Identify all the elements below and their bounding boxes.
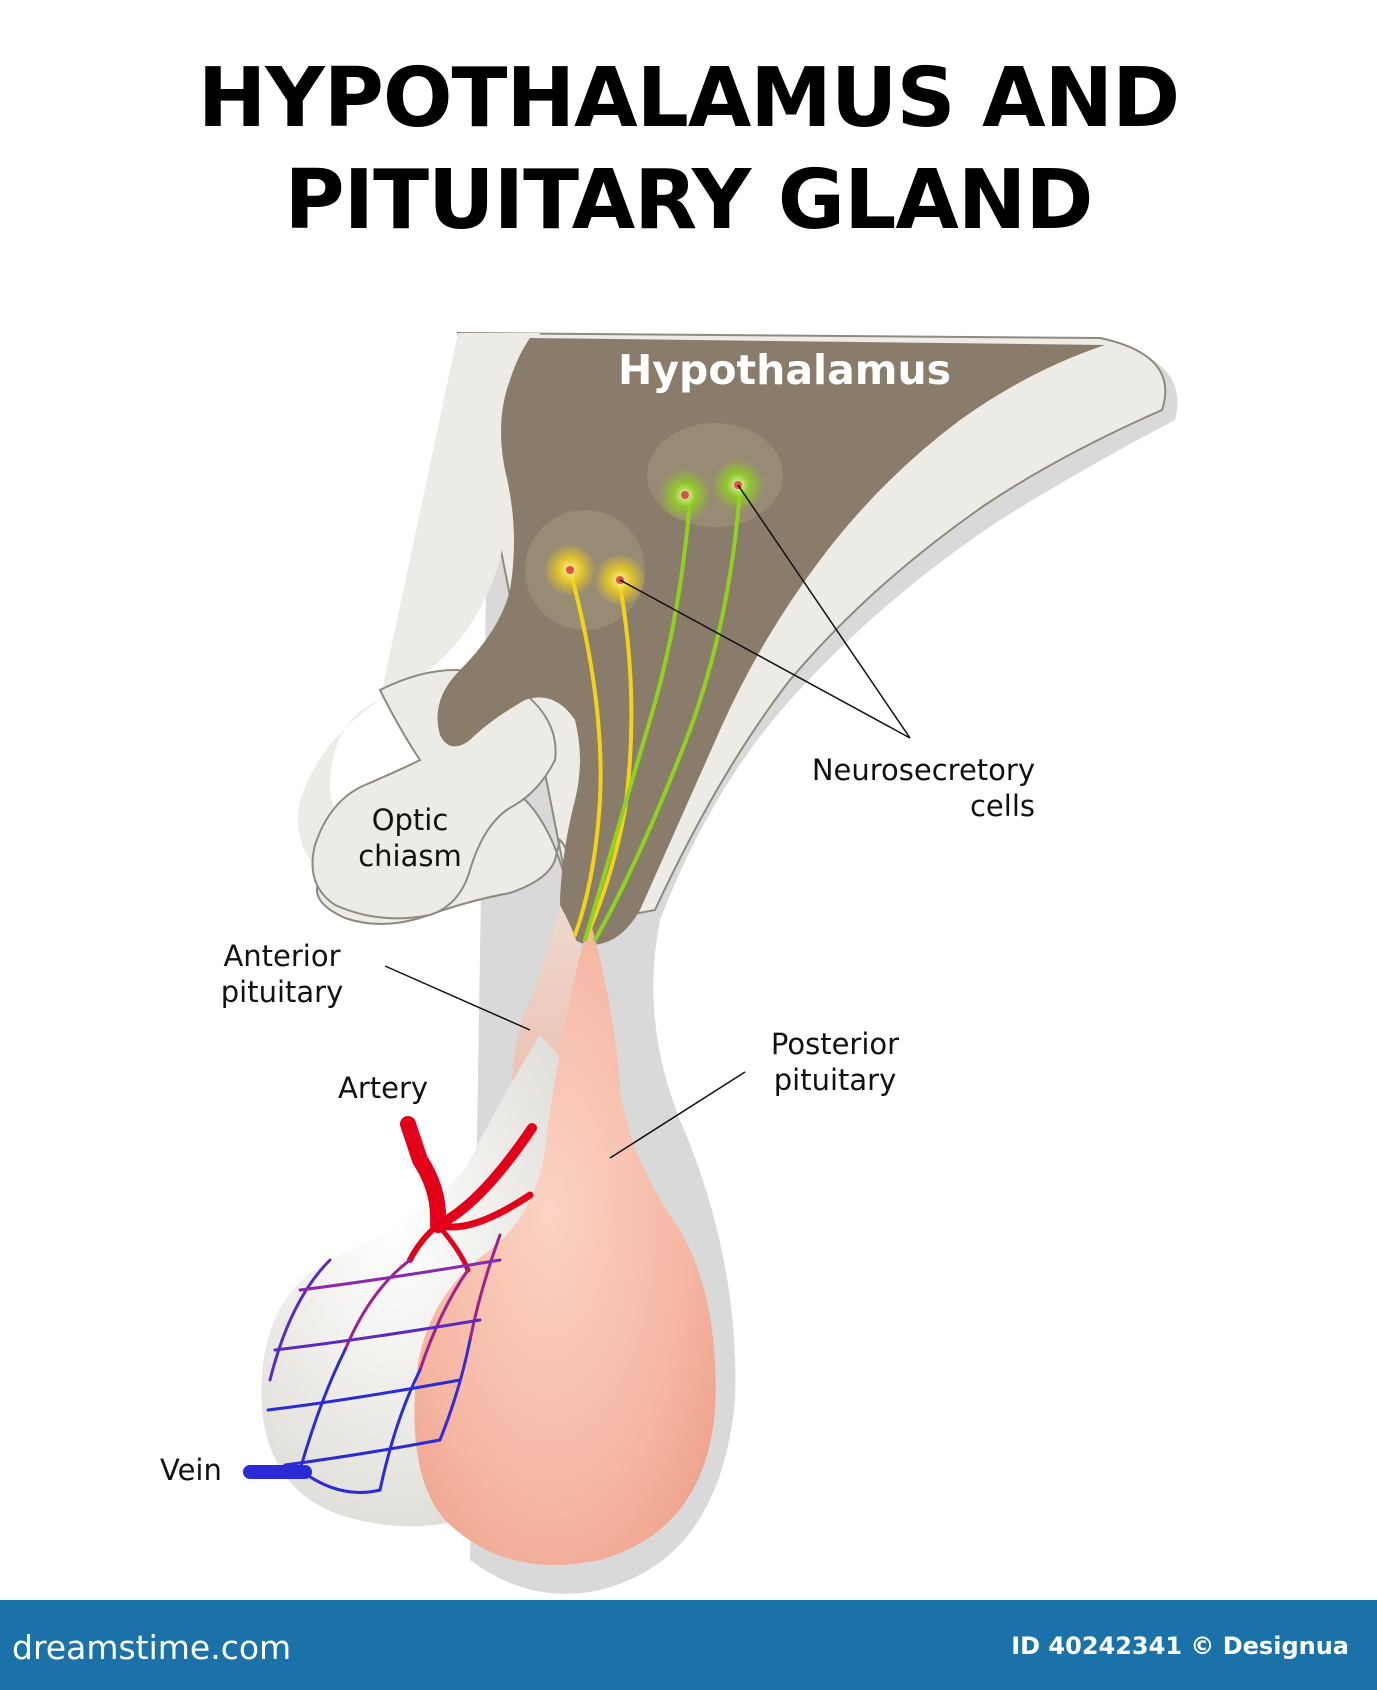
posterior-pituitary-label: Posterior pituitary [760,1026,910,1098]
posterior-pituitary-lobe [414,920,716,1565]
capillary-network [266,1233,502,1494]
green-neuron-nucleus-1 [681,491,689,499]
anterior-pituitary-label: Anterior pituitary [212,938,352,1010]
neurosecretory-line-1: Neurosecretory [811,753,1035,787]
leader-posterior [609,1071,746,1159]
artery-label: Artery [338,1071,429,1105]
leader-lines [384,484,911,1159]
artery-vessels [400,1116,537,1273]
anterior-line-1: Anterior [223,939,341,973]
neuron-axons [568,488,742,942]
hypothalamus-tissue [437,338,1105,945]
posterior-line-2: pituitary [773,1063,897,1097]
title-line-1: HYPOTHALAMUS AND [197,51,1181,146]
diagram-title: HYPOTHALAMUS AND PITUITARY GLAND [0,48,1377,252]
optic-line-2: chiasm [358,839,462,873]
optic-line-1: Optic [371,803,449,837]
neurosecretory-line-2: cells [969,789,1035,823]
optic-chiasm-label: Optic chiasm [350,802,470,874]
posterior-line-1: Posterior [770,1027,900,1061]
vein-label: Vein [160,1453,222,1487]
yellow-neuron-nucleus-1 [566,566,574,574]
neurosecretory-cells-label: Neurosecretory cells [795,752,1035,824]
title-line-2: PITUITARY GLAND [284,153,1094,248]
leader-neurosecretory-b [737,484,911,739]
anterior-line-2: pituitary [220,975,344,1009]
leader-neurosecretory-a [619,579,911,739]
upper-pale-tissue [298,333,540,880]
leader-anterior [384,965,531,1031]
footer-credit: ID 40242341 © Designua [1011,1632,1349,1660]
optic-chiasm [311,669,557,920]
hypothalamus-label: Hypothalamus [618,346,952,394]
footer-bar: dreamstime.com ID 40242341 © Designua [0,1600,1377,1690]
footer-brand[interactable]: dreamstime.com [12,1628,292,1667]
